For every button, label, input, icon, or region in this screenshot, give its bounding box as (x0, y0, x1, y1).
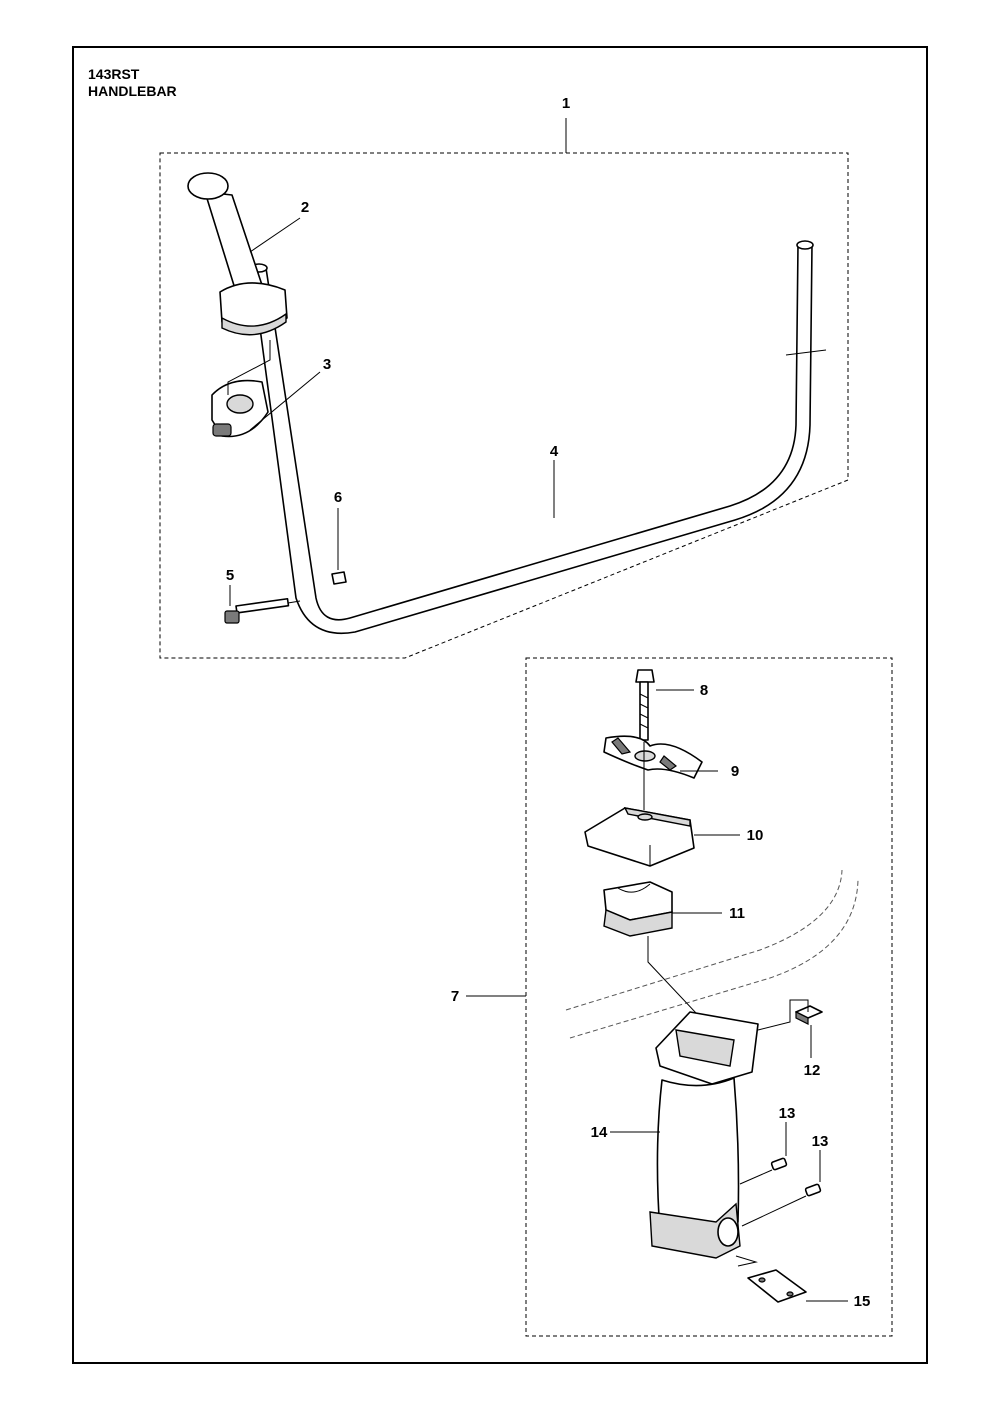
assembly-line-12 (757, 999, 809, 1031)
handle-holder-14 (649, 1011, 759, 1259)
callout-4: 4 (550, 443, 559, 460)
handle-clamp (211, 379, 269, 438)
shaft-ghost-outline (565, 869, 859, 1039)
callout-15: 15 (854, 1293, 871, 1310)
handlebar-tube (250, 240, 827, 634)
callout-5: 5 (226, 567, 234, 584)
callout-8: 8 (700, 682, 708, 699)
callout-9: 9 (731, 763, 739, 780)
model-number: 143RST (88, 66, 140, 82)
nut-6 (331, 571, 347, 585)
callout-3: 3 (323, 356, 331, 373)
screw-13-b (741, 1183, 822, 1227)
clamp-insert-11 (603, 881, 673, 937)
clamp-cover-10 (584, 807, 695, 867)
leader-3 (249, 371, 321, 431)
handle-grip (187, 172, 288, 336)
bolt-8 (635, 669, 655, 741)
callout-2: 2 (301, 199, 309, 216)
group-7-outline (525, 657, 893, 1337)
callout-14: 14 (591, 1124, 608, 1141)
assembly-line-5 (287, 600, 301, 604)
page-frame (72, 46, 928, 1364)
callout-13-b: 13 (812, 1133, 829, 1150)
assembly-line-11-14 (647, 936, 713, 1031)
screw-5 (224, 597, 290, 624)
callout-11: 11 (729, 905, 745, 922)
callout-12: 12 (804, 1062, 821, 1079)
assembly-line-2-3 (227, 340, 271, 395)
section-title: HANDLEBAR (88, 83, 177, 99)
square-nut-12 (795, 1005, 823, 1025)
screw-13-a (739, 1157, 788, 1185)
plate-15 (735, 1255, 807, 1303)
callout-10: 10 (747, 827, 764, 844)
leader-2 (249, 217, 301, 253)
group-1-outline (159, 152, 849, 659)
callout-6: 6 (334, 489, 342, 506)
page-title: 143RST HANDLEBAR (88, 66, 177, 100)
callout-1: 1 (562, 95, 570, 112)
callout-13-a: 13 (779, 1105, 796, 1122)
callout-7: 7 (451, 988, 459, 1005)
wing-knob-9 (603, 735, 703, 779)
